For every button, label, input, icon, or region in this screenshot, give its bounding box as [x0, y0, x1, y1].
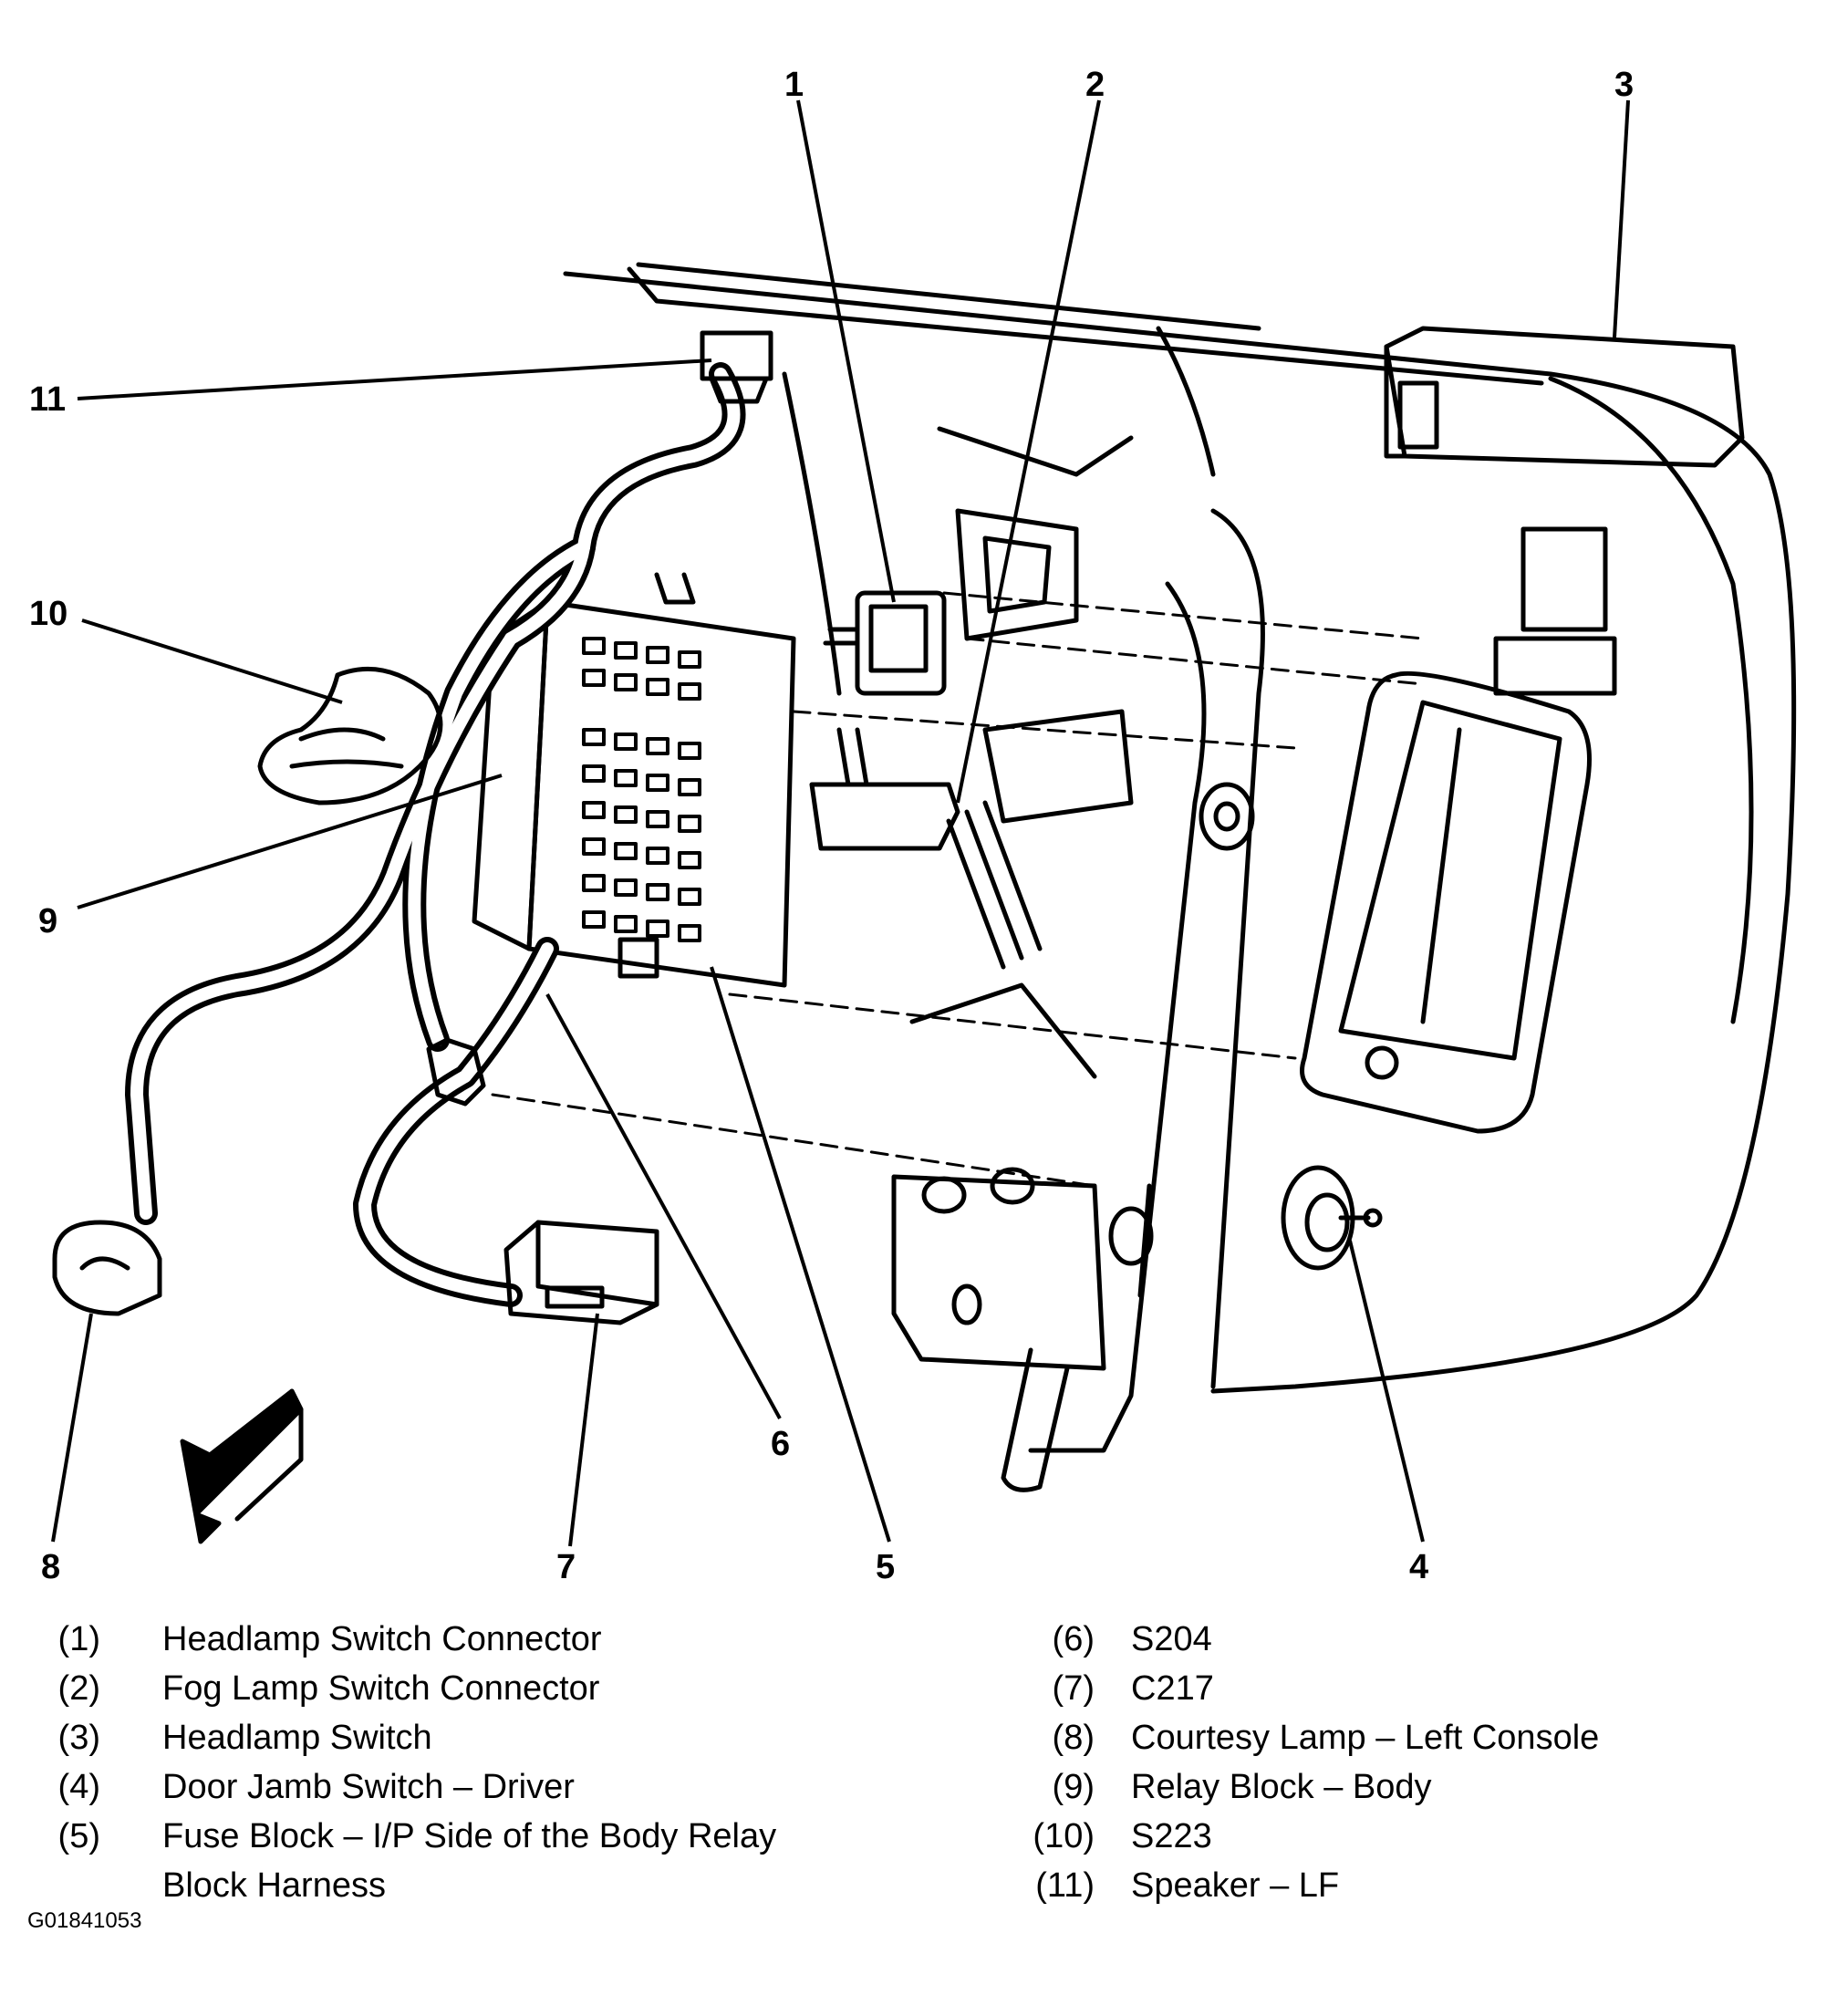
legend-item: (11) Speaker – LF [1012, 1861, 1815, 1910]
legend-label: Fog Lamp Switch Connector [162, 1669, 600, 1708]
legend-number: (4) [57, 1768, 100, 1806]
legend-right-column: (6) S204 (7) C217 (8) Courtesy Lamp – Le… [1012, 1615, 1815, 1910]
legend-label: Courtesy Lamp – Left Console [1131, 1719, 1600, 1757]
callout-2: 2 [1085, 66, 1105, 104]
leader-lines [51, 99, 1630, 1547]
splice-s223 [257, 666, 443, 805]
splice-s204 [426, 1037, 486, 1107]
legend-number: (6) [1052, 1620, 1095, 1658]
legend-label: C217 [1131, 1669, 1214, 1708]
direction-arrow-icon [180, 1388, 304, 1544]
wiring-harness-core [130, 368, 741, 1302]
legend-left-column: (1) Headlamp Switch Connector (2) Fog La… [36, 1615, 857, 1910]
legend-number: (2) [57, 1669, 100, 1708]
callout-numbers: 1 2 3 4 5 6 7 8 9 10 11 [29, 66, 1634, 1586]
trim-pillar [1028, 508, 1265, 1453]
courtesy-lamp-socket [52, 1220, 162, 1316]
callout-6: 6 [771, 1425, 790, 1463]
legend-item: (5) Fuse Block – I/P Side of the Body Re… [36, 1812, 857, 1910]
legend-number: (3) [57, 1719, 100, 1757]
legend-label: Door Jamb Switch – Driver [162, 1768, 575, 1806]
legend-label: Fuse Block – I/P Side of the Body Relay … [162, 1817, 777, 1905]
callout-11: 11 [29, 380, 66, 419]
legend-item: (4) Door Jamb Switch – Driver [36, 1762, 857, 1812]
callout-10: 10 [29, 595, 67, 633]
legend-item: (10) S223 [1012, 1812, 1815, 1861]
legend-number: (9) [1052, 1768, 1095, 1806]
legend-number: (8) [1052, 1719, 1095, 1757]
legend-item: (8) Courtesy Lamp – Left Console [1012, 1713, 1815, 1762]
connector-c217 [503, 1220, 659, 1325]
alignment-lines [491, 591, 1425, 1188]
legend-item: (1) Headlamp Switch Connector [36, 1615, 857, 1664]
callout-1: 1 [784, 66, 804, 104]
headlamp-switch-connector [823, 590, 947, 696]
legend-label: Relay Block – Body [1131, 1768, 1432, 1806]
console-opening [1300, 670, 1592, 1134]
legend-number: (5) [57, 1817, 100, 1855]
legend-number: (7) [1052, 1669, 1095, 1708]
legend-item: (3) Headlamp Switch [36, 1713, 857, 1762]
ductwork [909, 508, 1134, 1079]
component-locator-diagram: 1 2 3 4 5 6 7 8 9 10 11 [29, 66, 1797, 1586]
callout-3: 3 [1614, 66, 1634, 104]
legend-item: (2) Fog Lamp Switch Connector [36, 1664, 857, 1713]
callout-9: 9 [38, 902, 57, 940]
legend-label: Headlamp Switch Connector [162, 1620, 602, 1658]
speaker-connector [700, 330, 773, 404]
legend-number: (10) [1033, 1817, 1095, 1855]
legend-label: S204 [1131, 1620, 1212, 1658]
callout-5: 5 [876, 1548, 895, 1586]
fog-lamp-switch-connector [809, 727, 960, 851]
legend-label: Speaker – LF [1131, 1866, 1340, 1905]
legend-label: S223 [1131, 1817, 1212, 1855]
legend-item: (9) Relay Block – Body [1012, 1762, 1815, 1812]
legend-number: (11) [1035, 1866, 1095, 1905]
legend-item: (7) C217 [1012, 1664, 1815, 1713]
legend-label: Headlamp Switch [162, 1719, 432, 1757]
legend-number: (1) [57, 1620, 100, 1658]
lower-bracket [891, 1167, 1106, 1492]
wiring-harness [125, 362, 746, 1307]
instrument-panel-shell [563, 262, 1797, 1394]
headlamp-switch [1384, 326, 1745, 696]
door-jamb-switch [1281, 1165, 1383, 1271]
callout-8: 8 [41, 1548, 60, 1586]
legend-item: (6) S204 [1012, 1615, 1815, 1664]
figure-id: G01841053 [27, 1908, 142, 1933]
callout-7: 7 [556, 1548, 576, 1586]
callout-4: 4 [1409, 1548, 1428, 1586]
